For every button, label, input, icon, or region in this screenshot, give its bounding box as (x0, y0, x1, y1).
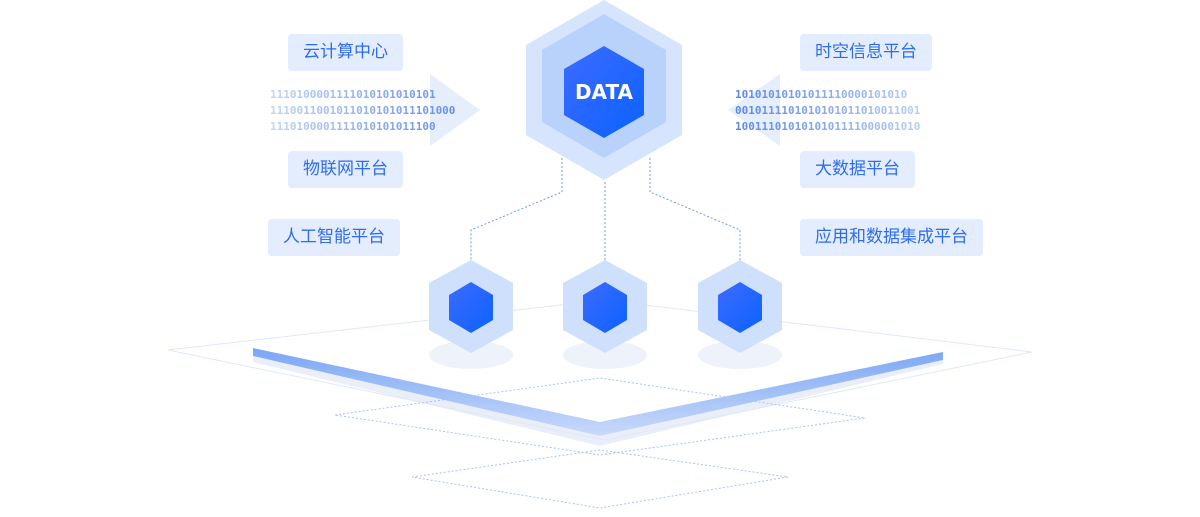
label-iot-platform: 物联网平台 (288, 151, 403, 188)
label-cloud-computing: 云计算中心 (288, 34, 403, 71)
data-flow-arrow-right: 10101010101011110000101010 0010111101010… (728, 74, 921, 146)
node-cube-3 (698, 260, 782, 369)
label-integration-platform: 应用和数据集成平台 (800, 219, 983, 256)
svg-text:1110100001111010101010101: 1110100001111010101010101 (270, 88, 436, 101)
connector-lines (470, 158, 741, 262)
data-flow-arrow-left: 1110100001111010101010101 11100110010110… (270, 74, 480, 146)
svg-text:10101010101011110000101010: 10101010101011110000101010 (735, 88, 907, 101)
svg-text:1001110101010101111000001010: 1001110101010101111000001010 (735, 120, 920, 133)
svg-text:1110100001111010101011100: 1110100001111010101011100 (270, 120, 436, 133)
svg-text:1110011001011010101011101000: 1110011001011010101011101000 (270, 104, 455, 117)
node-cube-2 (563, 260, 647, 369)
label-big-data-platform: 大数据平台 (800, 151, 915, 188)
node-cube-1 (429, 260, 513, 369)
svg-text:0010111101010101011010011001: 0010111101010101011010011001 (735, 104, 921, 117)
label-ai-platform: 人工智能平台 (268, 219, 400, 256)
label-spatial-info-platform: 时空信息平台 (800, 34, 932, 71)
data-hub-hexagon: DATA (526, 0, 682, 180)
data-hub-label: DATA (575, 80, 634, 104)
